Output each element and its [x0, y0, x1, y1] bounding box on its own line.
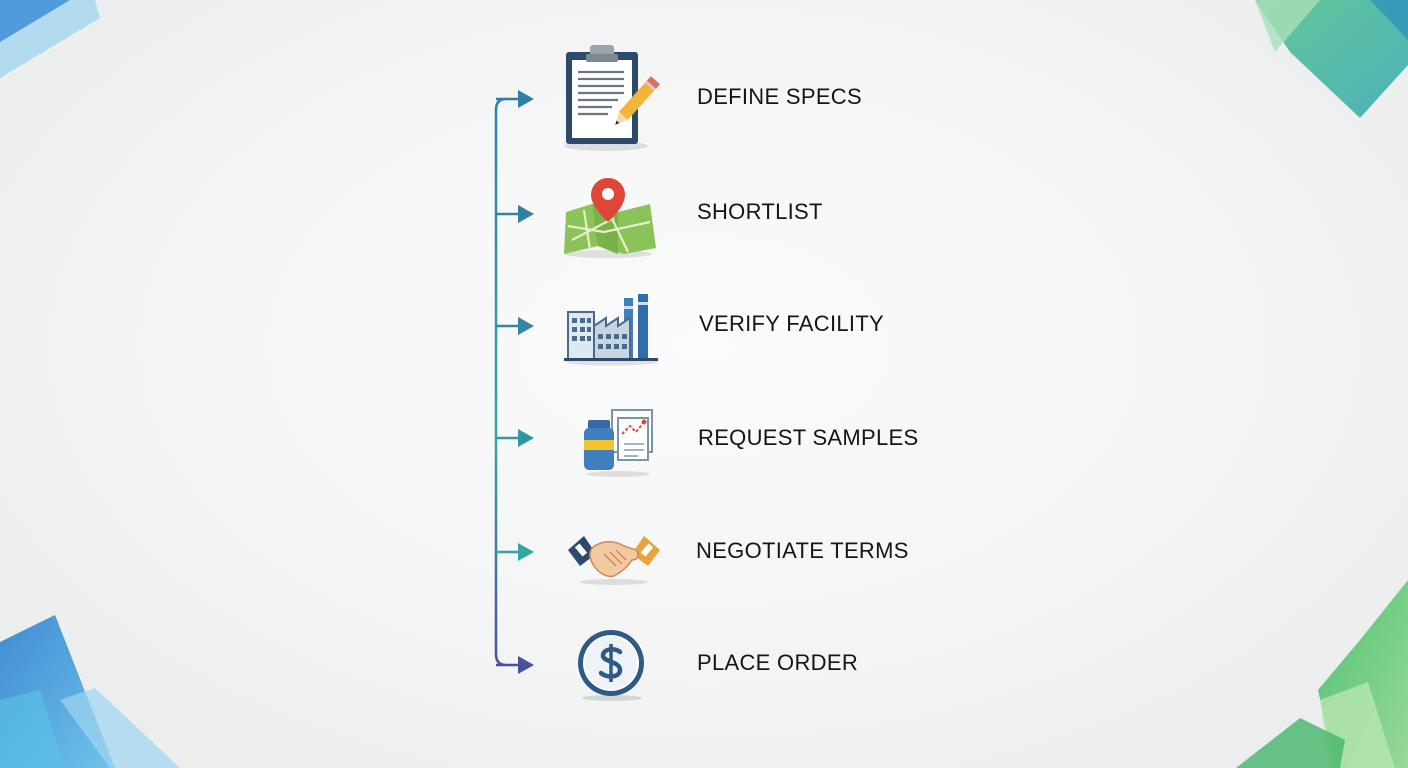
factory-icon [564, 294, 658, 366]
step-label-place-order: PLACE ORDER [697, 650, 859, 675]
map-pin-icon [564, 178, 656, 258]
handshake-icon [568, 536, 660, 585]
connector-trunk [494, 97, 507, 667]
connector-branch-2 [496, 205, 534, 223]
connector-branch-4 [496, 429, 534, 447]
connector-branch-5 [496, 543, 534, 561]
dollar-coin-icon [578, 630, 644, 701]
sample-bottle-icon [584, 409, 653, 477]
step-label-negotiate-terms: NEGOTIATE TERMS [696, 538, 909, 563]
connector-branch-3 [496, 317, 534, 335]
clipboard-icon [564, 45, 660, 151]
connector-branch-6 [496, 656, 534, 674]
step-label-verify-facility: VERIFY FACILITY [699, 311, 885, 336]
step-label-shortlist: SHORTLIST [697, 199, 823, 224]
connector-branch-1 [496, 90, 534, 108]
step-label-define-specs: DEFINE SPECS [697, 84, 862, 109]
step-label-request-samples: REQUEST SAMPLES [698, 425, 919, 450]
